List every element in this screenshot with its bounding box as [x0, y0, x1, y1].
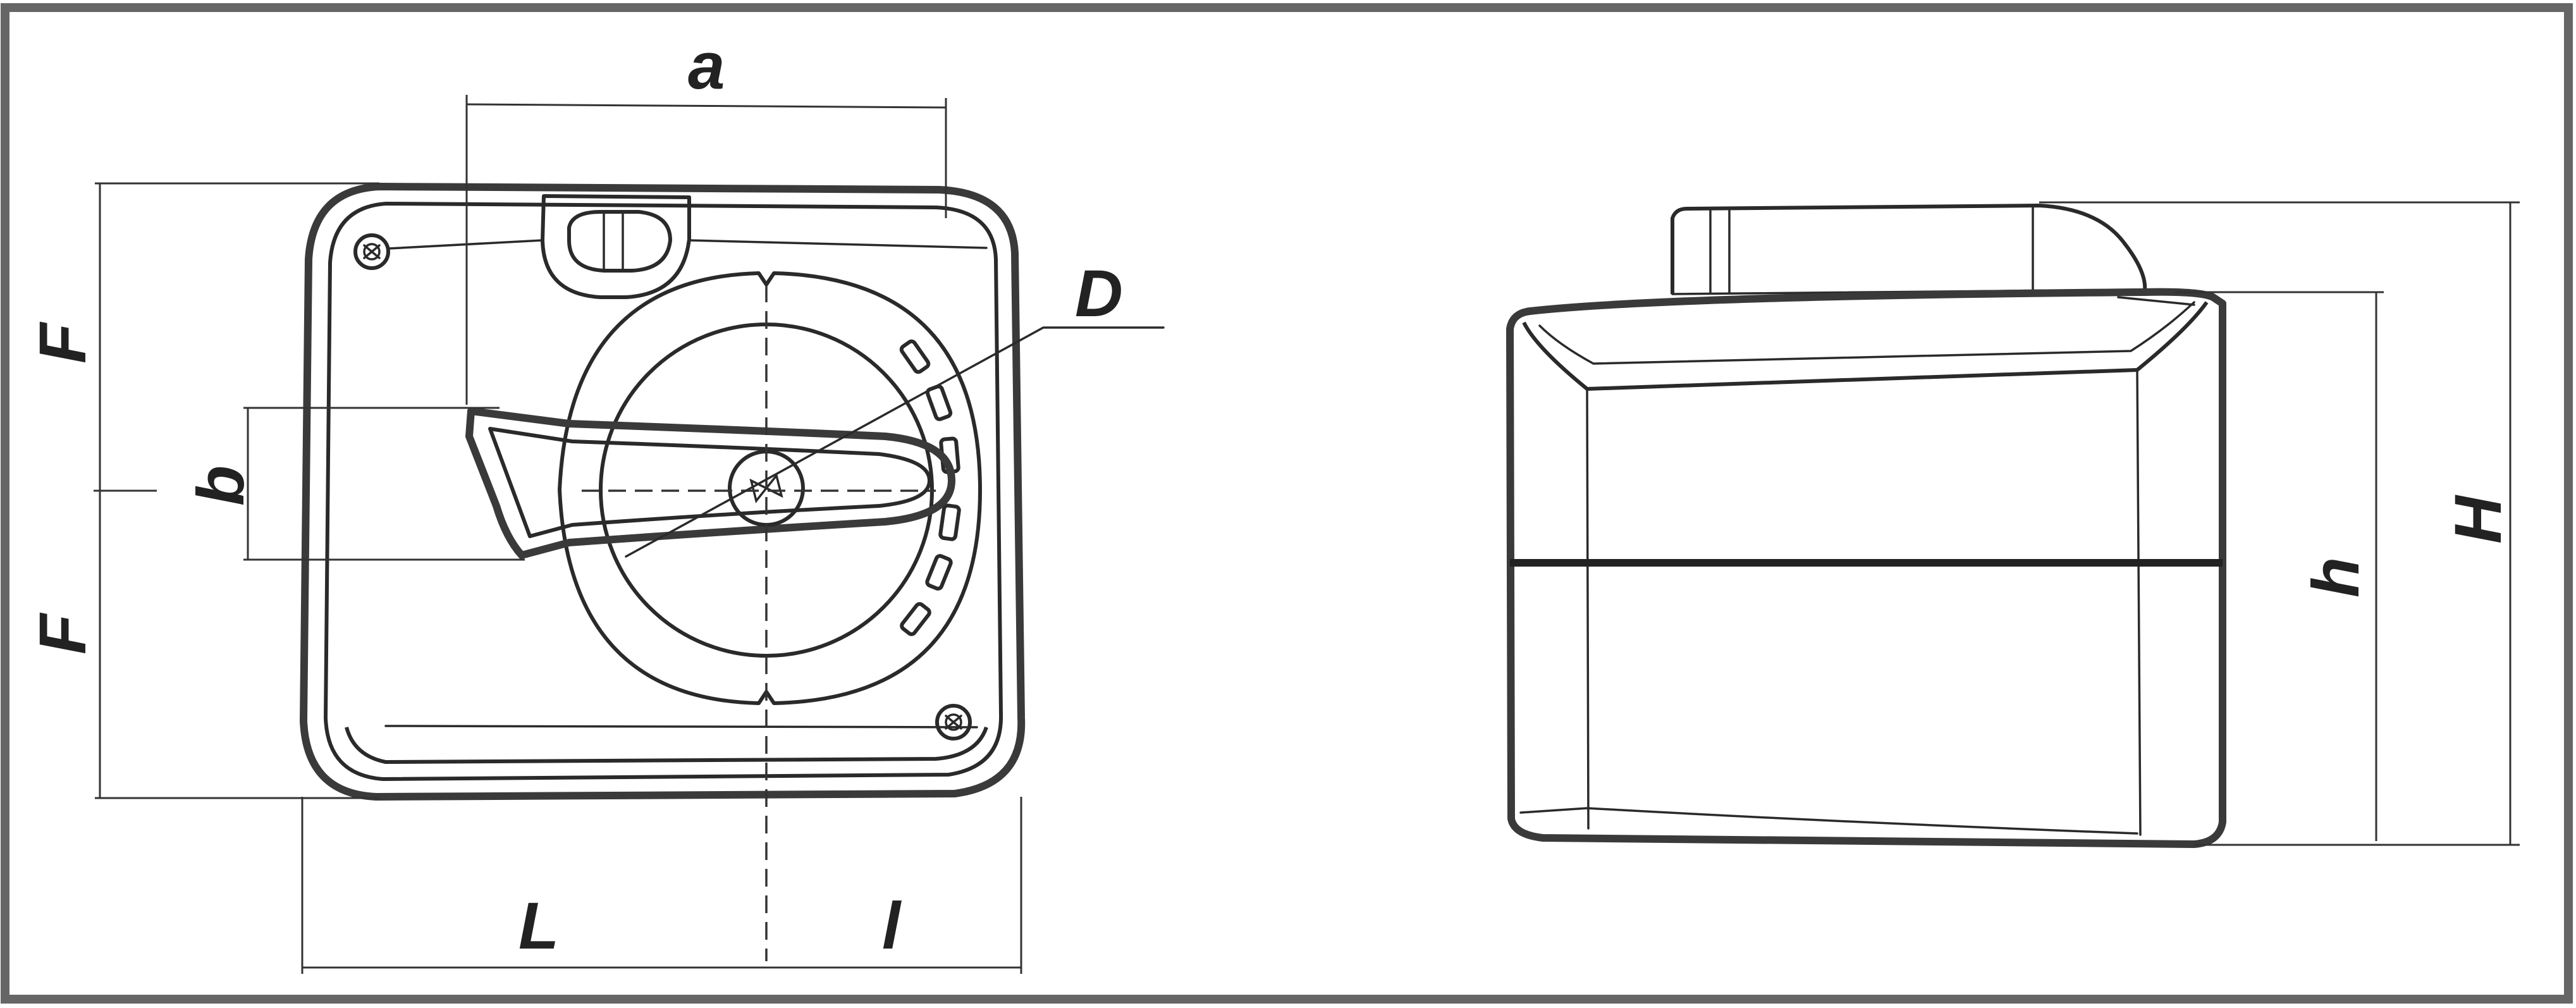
- dial-outer-ring: [558, 271, 982, 705]
- dial-scale-marks: [899, 339, 961, 636]
- label-b: b: [184, 465, 258, 506]
- housing-bottom-line: [384, 725, 978, 728]
- side-body-edge: [2136, 369, 2142, 836]
- leader-line-D: [625, 326, 1165, 558]
- side-bottom-edge: [1519, 807, 2138, 835]
- housing-inner-outline: [324, 202, 1003, 781]
- label-D: D: [1075, 257, 1123, 331]
- top-slot-window: [567, 210, 672, 273]
- front-view: D a F F b L l: [26, 29, 1165, 974]
- side-view: h H: [1506, 201, 2520, 848]
- housing-lip: [345, 726, 988, 764]
- drawing-frame: [1, 3, 2573, 1004]
- screw-icon: [353, 233, 390, 270]
- side-lid-inner: [1538, 301, 2195, 365]
- label-h: h: [2299, 557, 2373, 598]
- screw-to-slot-line: [688, 239, 988, 249]
- label-a: a: [688, 29, 725, 103]
- label-F-top: F: [26, 321, 100, 364]
- label-L: L: [518, 889, 559, 963]
- handle-lever[interactable]: [465, 407, 955, 559]
- label-H: H: [2441, 495, 2515, 544]
- label-F-bottom: F: [26, 612, 100, 655]
- dim-line-a: [466, 103, 947, 109]
- side-top-block: [1671, 204, 2147, 294]
- side-lid-edge: [2117, 296, 2195, 306]
- screw-to-slot-line: [387, 239, 544, 250]
- housing-outer-outline: [300, 183, 1026, 801]
- label-l: l: [882, 889, 902, 963]
- side-body-outline: [1506, 288, 2226, 848]
- screw-icon: [935, 704, 972, 741]
- top-slot: [541, 194, 691, 299]
- side-lid-bevel: [1522, 301, 2209, 391]
- side-body-edge: [1586, 388, 1590, 830]
